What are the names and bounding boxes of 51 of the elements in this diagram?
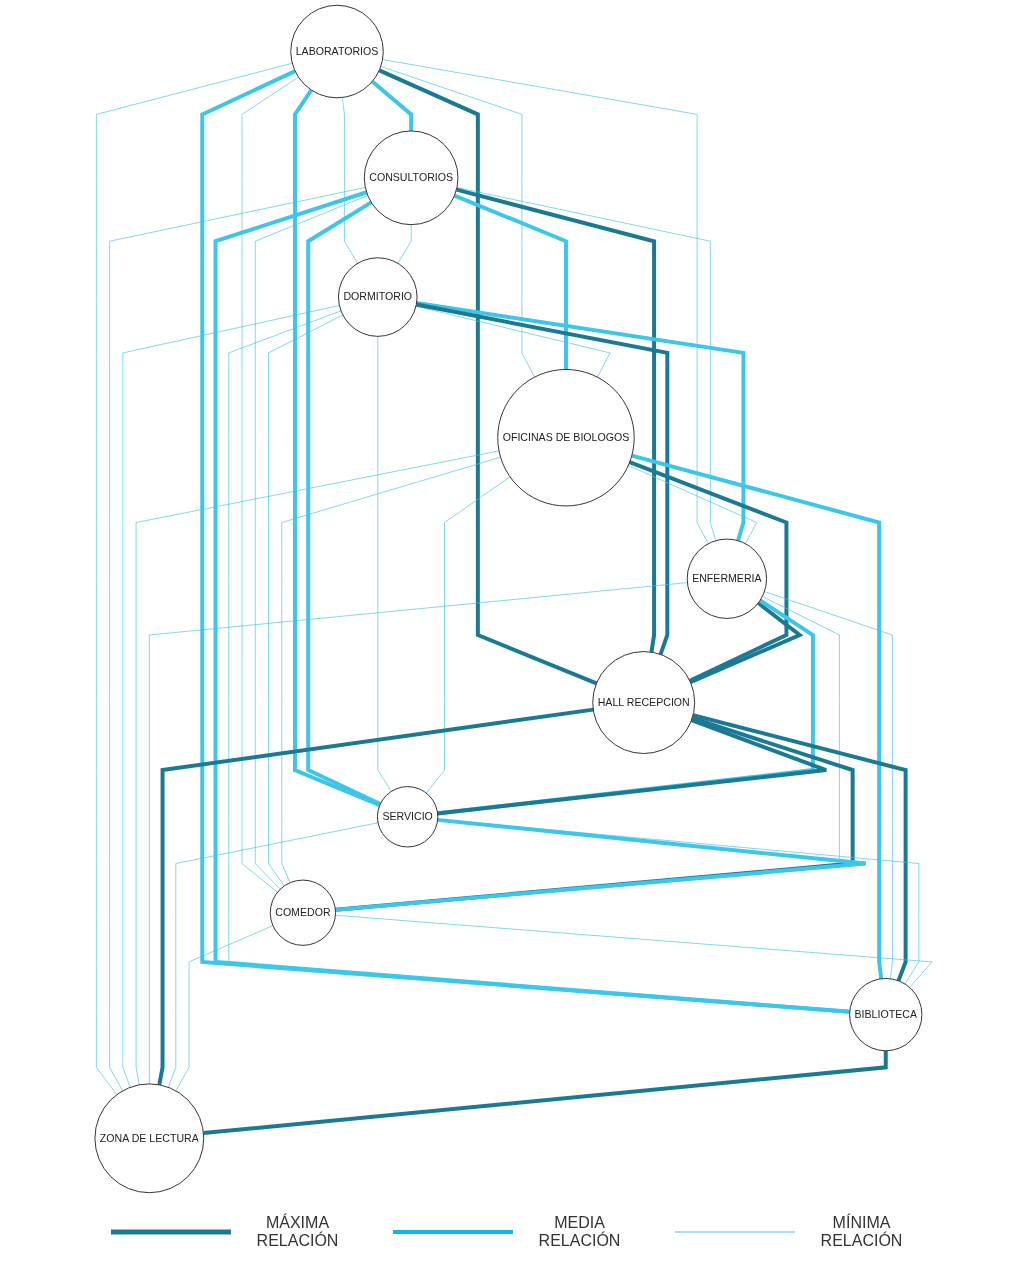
connector bbox=[631, 453, 884, 979]
connector bbox=[203, 1050, 888, 1136]
connector bbox=[135, 450, 500, 1086]
connector bbox=[371, 79, 414, 131]
node-circle: ZONA DE LECTURA bbox=[94, 1083, 205, 1194]
node-circle: CONSULTORIOS bbox=[363, 130, 459, 226]
node-circle: HALL RECEPCION bbox=[592, 651, 696, 754]
connector bbox=[342, 97, 358, 264]
node-circle: COMEDOR bbox=[269, 879, 336, 946]
connector bbox=[378, 68, 598, 686]
connector bbox=[628, 460, 789, 683]
connector bbox=[628, 465, 757, 544]
connector bbox=[456, 187, 716, 541]
connector bbox=[692, 713, 908, 982]
legend-label: MÍNIMA RELACIÓN bbox=[819, 1214, 904, 1250]
connector bbox=[415, 305, 611, 378]
connector bbox=[281, 456, 501, 884]
node-circle: BIBLIOTECA bbox=[849, 977, 923, 1052]
connector bbox=[397, 224, 412, 264]
node-circle: SERVICIO bbox=[376, 786, 439, 848]
connector bbox=[416, 302, 670, 656]
connector bbox=[377, 336, 392, 792]
connector bbox=[157, 707, 594, 1086]
connector bbox=[380, 66, 535, 378]
connector bbox=[416, 301, 746, 542]
legend-label: MÁXIMA RELACIÓN bbox=[255, 1214, 340, 1250]
node-circle: DORMITORIO bbox=[338, 257, 418, 337]
connector bbox=[241, 76, 299, 893]
connector bbox=[453, 193, 568, 370]
connector bbox=[437, 718, 829, 816]
connector bbox=[254, 195, 369, 890]
connector bbox=[175, 925, 274, 1092]
connector bbox=[335, 914, 933, 988]
connector bbox=[764, 591, 893, 980]
connector bbox=[293, 88, 381, 808]
connector bbox=[426, 476, 511, 794]
connector bbox=[168, 822, 379, 1088]
node-circle: ENFERMERIA bbox=[686, 538, 768, 619]
legend-label: MEDIA RELACIÓN bbox=[537, 1214, 622, 1250]
node-circle: OFICINAS DE BIOLOGOS bbox=[497, 368, 635, 507]
connector bbox=[96, 62, 293, 1095]
connector bbox=[122, 305, 340, 1088]
connector bbox=[268, 314, 344, 887]
connector bbox=[149, 582, 688, 1085]
connector bbox=[306, 200, 382, 806]
connector bbox=[382, 59, 709, 544]
connector bbox=[689, 601, 804, 685]
connector bbox=[455, 187, 657, 653]
connector bbox=[335, 817, 868, 912]
connector bbox=[109, 187, 366, 1092]
node-circle: LABORATORIOS bbox=[290, 4, 384, 99]
